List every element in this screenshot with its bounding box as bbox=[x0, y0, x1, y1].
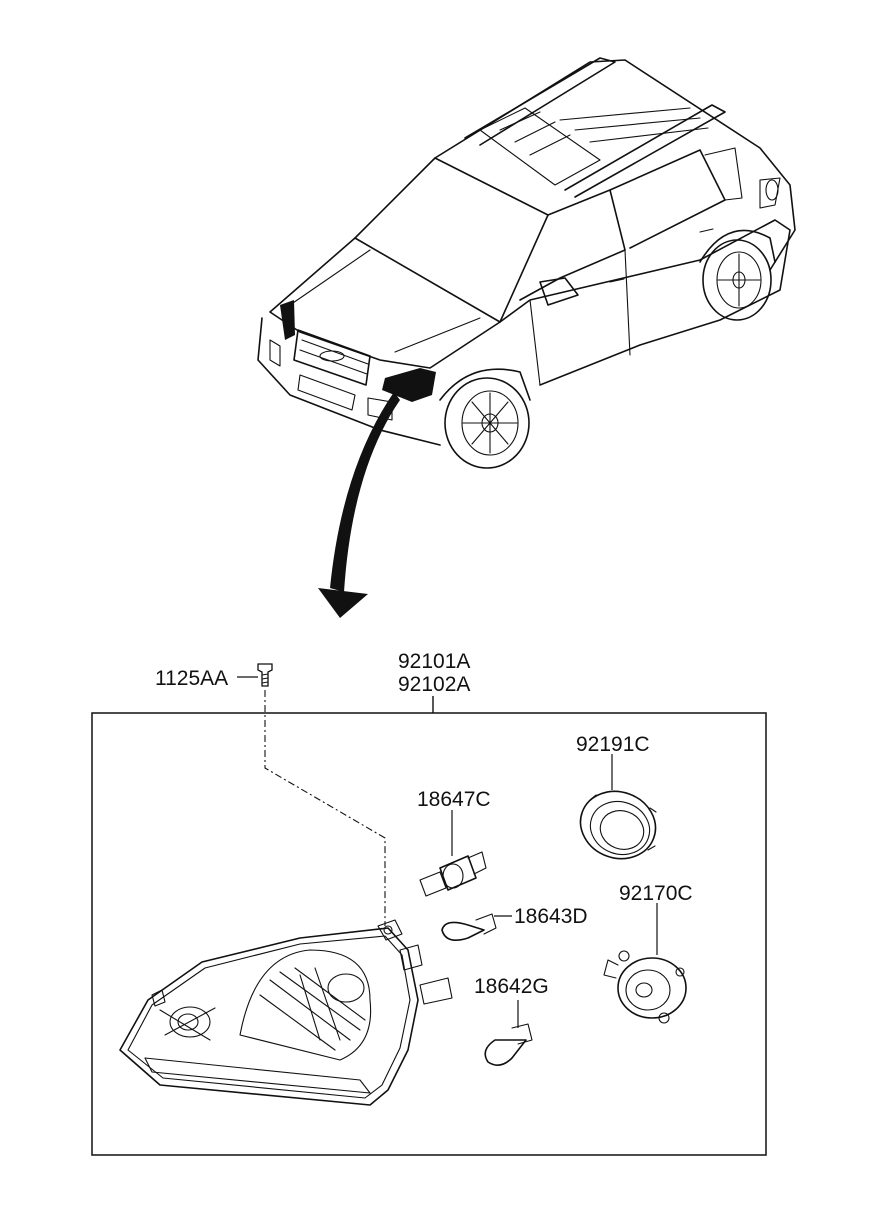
part-number-18647c[interactable]: 18647C bbox=[417, 788, 491, 811]
vehicle-illustration bbox=[257, 57, 796, 469]
part-number-92101a[interactable]: 92101A bbox=[398, 650, 470, 673]
part-number-1125aa[interactable]: 1125AA bbox=[155, 667, 228, 690]
position-bulb-part bbox=[441, 913, 497, 941]
detail-arrow bbox=[318, 392, 400, 618]
cap-part bbox=[579, 790, 657, 860]
headlamp-housing bbox=[119, 919, 453, 1106]
assembly-frame bbox=[91, 712, 767, 1156]
screw-part bbox=[257, 663, 273, 687]
part-number-18643d[interactable]: 18643D bbox=[514, 905, 588, 928]
socket-part bbox=[603, 950, 687, 1024]
part-number-18642g[interactable]: 18642G bbox=[474, 975, 549, 998]
turn-bulb-part bbox=[484, 1023, 533, 1066]
part-number-92191c[interactable]: 92191C bbox=[576, 733, 650, 756]
part-number-92170c[interactable]: 92170C bbox=[619, 882, 693, 905]
screw-dash-line bbox=[264, 690, 386, 926]
part-number-92102a[interactable]: 92102A bbox=[398, 673, 470, 696]
h4-bulb-part bbox=[419, 851, 487, 897]
